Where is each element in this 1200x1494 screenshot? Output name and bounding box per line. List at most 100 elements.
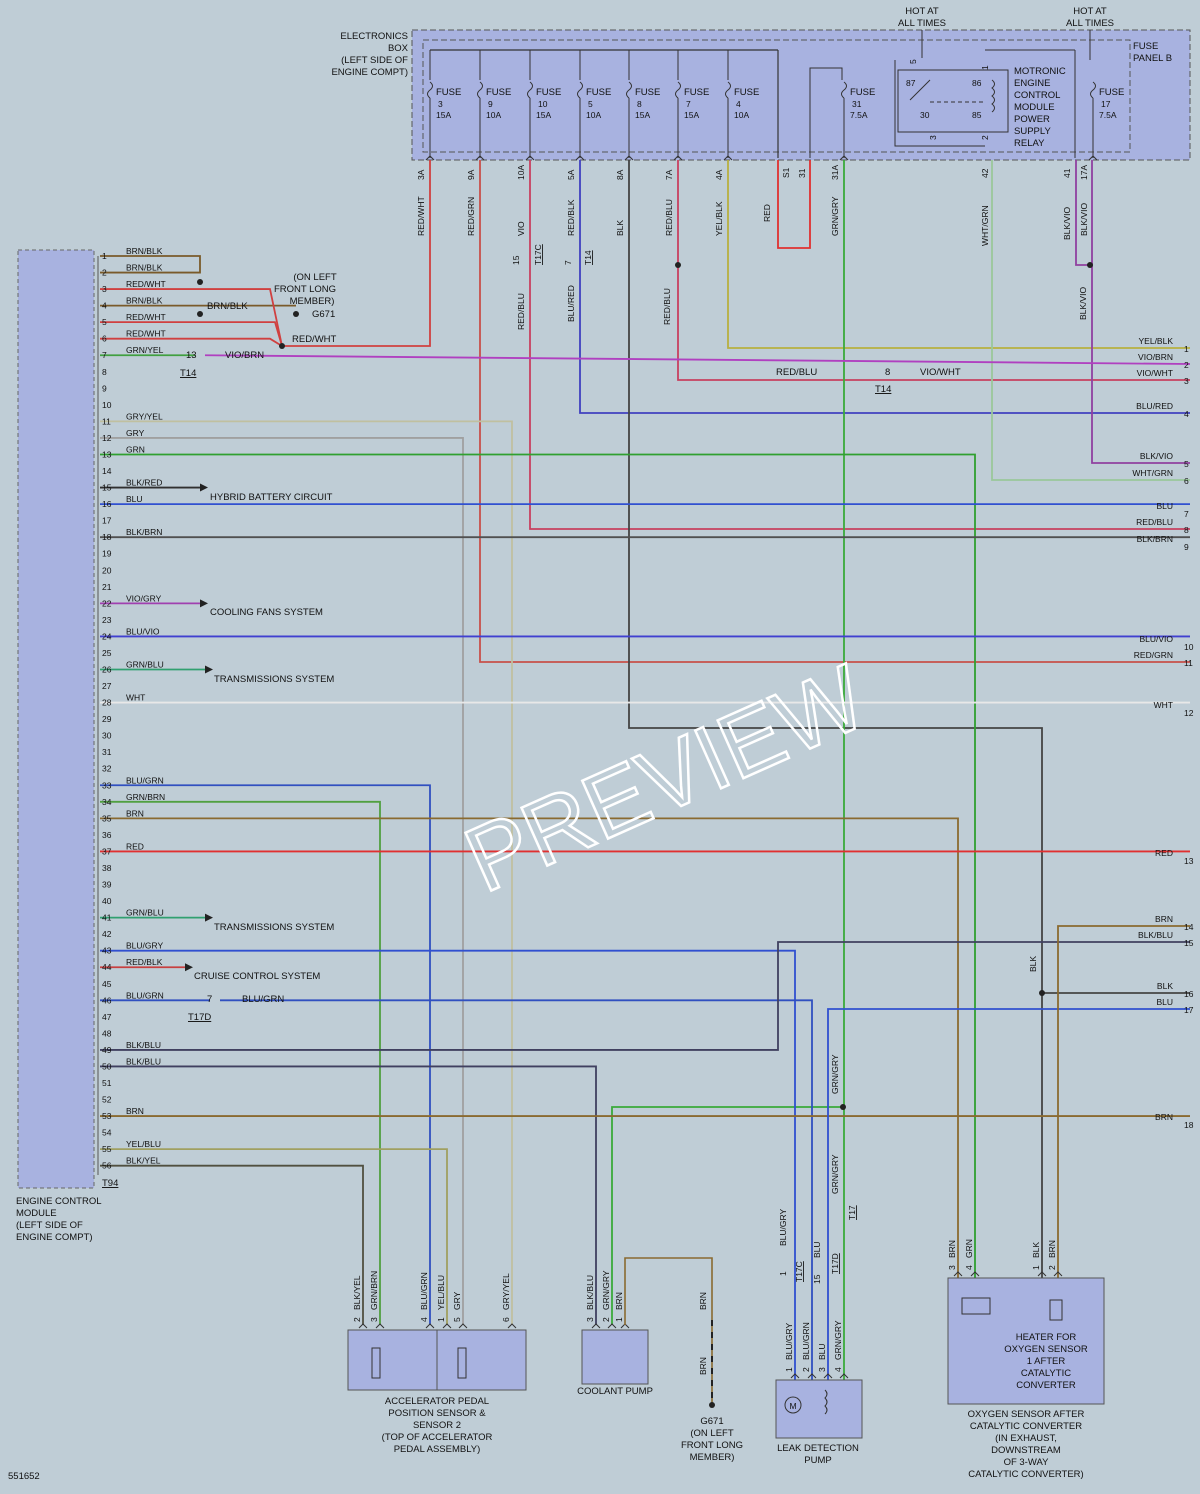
wire-runs [100, 160, 1191, 1380]
svg-text:HYBRID BATTERY CIRCUIT: HYBRID BATTERY CIRCUIT [210, 492, 333, 503]
output-11-wire: RED/GRN [1134, 650, 1173, 660]
fuse-8-symbol [626, 81, 632, 99]
ecm-pin-22-wire: VIO/GRY [126, 593, 162, 603]
output-12-wire: WHT [1154, 700, 1173, 710]
splice-dot-brn-blk-1 [197, 279, 203, 285]
ecm-pin-25-number: 25 [102, 648, 112, 658]
svg-text:87: 87 [906, 78, 916, 88]
fuse-5-terminal: 5A [566, 169, 576, 180]
svg-text:M: M [789, 1401, 796, 1411]
oxy-pin-1: 1 [1031, 1265, 1041, 1270]
accel-pin-2-wire: BLK/YEL [352, 1275, 362, 1310]
svg-text:31: 31 [797, 168, 807, 178]
svg-text:RED/BLU: RED/BLU [776, 367, 817, 378]
wire-grn-13 [100, 453, 976, 1278]
box-terminals: S1 31 42 41 RED WHT/GRN BLK/VIO [762, 167, 1072, 246]
accel-pin-4-wire: BLU/GRN [419, 1272, 429, 1310]
fuse-3-symbol [427, 81, 433, 99]
splice-dot-grn-gry [840, 1104, 846, 1110]
leak-pin-1: 1 [784, 1367, 794, 1372]
svg-text:T14: T14 [583, 250, 593, 265]
output-17-number: 17 [1184, 1005, 1194, 1015]
fuse-group: FUSE315A3ARED/WHTFUSE910A9ARED/GRNFUSE10… [416, 50, 1124, 236]
wire-red-wht-fuse3 [282, 160, 431, 347]
output-7-number: 7 [1184, 509, 1189, 519]
ecm-pin-33-number: 33 [102, 780, 112, 790]
system-arrow-3 [205, 665, 213, 674]
accel-pin-1-wire: YEL/BLU [436, 1275, 446, 1310]
wire-red-blu-out3 [677, 160, 1190, 381]
output-1-number: 1 [1184, 344, 1189, 354]
ecm-pin-36-number: 36 [102, 830, 112, 840]
svg-text:RELAY: RELAY [1014, 138, 1045, 149]
output-4-wire: BLU/RED [1136, 401, 1173, 411]
coolant-pin-1: 1 [614, 1317, 624, 1322]
svg-text:ALL TIMES: ALL TIMES [898, 18, 946, 29]
fuse-31-word: FUSE [850, 87, 875, 98]
oxy-pin-4: 4 [964, 1265, 974, 1270]
leak-pump-coil [824, 1389, 828, 1415]
splice-dot-blk-vio [1087, 262, 1093, 268]
svg-text:RED/WHT: RED/WHT [292, 334, 337, 345]
accel-pot-1 [371, 1347, 381, 1379]
ecm-pin-27-number: 27 [102, 681, 112, 691]
fuse-panel-inner-box [422, 39, 1131, 153]
ecm-pin-43-wire: BLU/GRY [126, 941, 163, 951]
ecm-pin-15-wire: BLK/RED [126, 478, 162, 488]
fuse-8-number: 8 [637, 99, 642, 109]
svg-text:VIO/BRN: VIO/BRN [225, 350, 264, 361]
engine-control-module [17, 249, 95, 1189]
svg-text:HOT AT: HOT AT [905, 6, 939, 17]
accel-pin-3: 3 [369, 1317, 379, 1322]
ecm-pin-35-number: 35 [102, 813, 112, 823]
accel-pin-2-connector [358, 1323, 368, 1329]
wire-wht-grn-out6 [991, 160, 1190, 481]
output-7-wire: BLU [1156, 501, 1173, 511]
fuse-3-number: 3 [438, 99, 443, 109]
svg-text:LEAK DETECTION: LEAK DETECTION [777, 1443, 859, 1454]
leak-pin-3: 3 [817, 1367, 827, 1372]
relay-body [897, 69, 1009, 133]
fuse-panel-label: FUSE PANEL B [1133, 41, 1172, 64]
ecm-pin-18-number: 18 [102, 532, 112, 542]
fuse-7-amps: 15A [684, 110, 699, 120]
ecm-pin-2-number: 2 [102, 268, 107, 278]
svg-text:ENGINE CONTROL: ENGINE CONTROL [16, 1196, 102, 1207]
svg-text:CATALYTIC CONVERTER: CATALYTIC CONVERTER [970, 1421, 1082, 1432]
fuse-8-connector [624, 155, 634, 161]
wire-yel-blu-55 [100, 1148, 448, 1325]
ecm-pin-37-number: 37 [102, 846, 112, 856]
output-13-number: 13 [1184, 856, 1194, 866]
ecm-connector-t94: T94 [102, 1178, 118, 1189]
ecm-pin-47-number: 47 [102, 1012, 112, 1022]
ecm-pin-30-number: 30 [102, 731, 112, 741]
fuse-31-number: 31 [852, 99, 862, 109]
fuse-17-amps: 7.5A [1099, 110, 1117, 120]
ecm-pin-9-number: 9 [102, 383, 107, 393]
ecm-pin-53-number: 53 [102, 1111, 112, 1121]
fuse-10-terminal: 10A [516, 165, 526, 180]
preview-watermark: PREVIEW [451, 646, 880, 912]
coolant-pin-3-wire: BLK/BLU [585, 1275, 595, 1310]
accel-pin-4: 4 [419, 1317, 429, 1322]
svg-text:MODULE: MODULE [1014, 102, 1055, 113]
svg-text:T17D: T17D [188, 1012, 211, 1023]
leak-pin-4: 4 [833, 1367, 843, 1372]
accel-pin-5-wire: GRY [452, 1291, 462, 1310]
svg-text:CATALYTIC: CATALYTIC [1021, 1368, 1071, 1379]
wire-red-s1-31 [777, 160, 811, 249]
coolant-pump-body [581, 1329, 649, 1385]
svg-text:RED: RED [762, 204, 772, 222]
svg-text:ENGINE: ENGINE [1014, 78, 1050, 89]
svg-text:BOX: BOX [388, 43, 409, 54]
accel-pin-2: 2 [352, 1317, 362, 1322]
svg-text:G671: G671 [312, 309, 335, 320]
output-17-wire: BLU [1156, 997, 1173, 1007]
ecm-pin-48-number: 48 [102, 1028, 112, 1038]
fuse-9-word: FUSE [486, 87, 511, 98]
wire-blk-vio-out5 [1091, 160, 1190, 464]
